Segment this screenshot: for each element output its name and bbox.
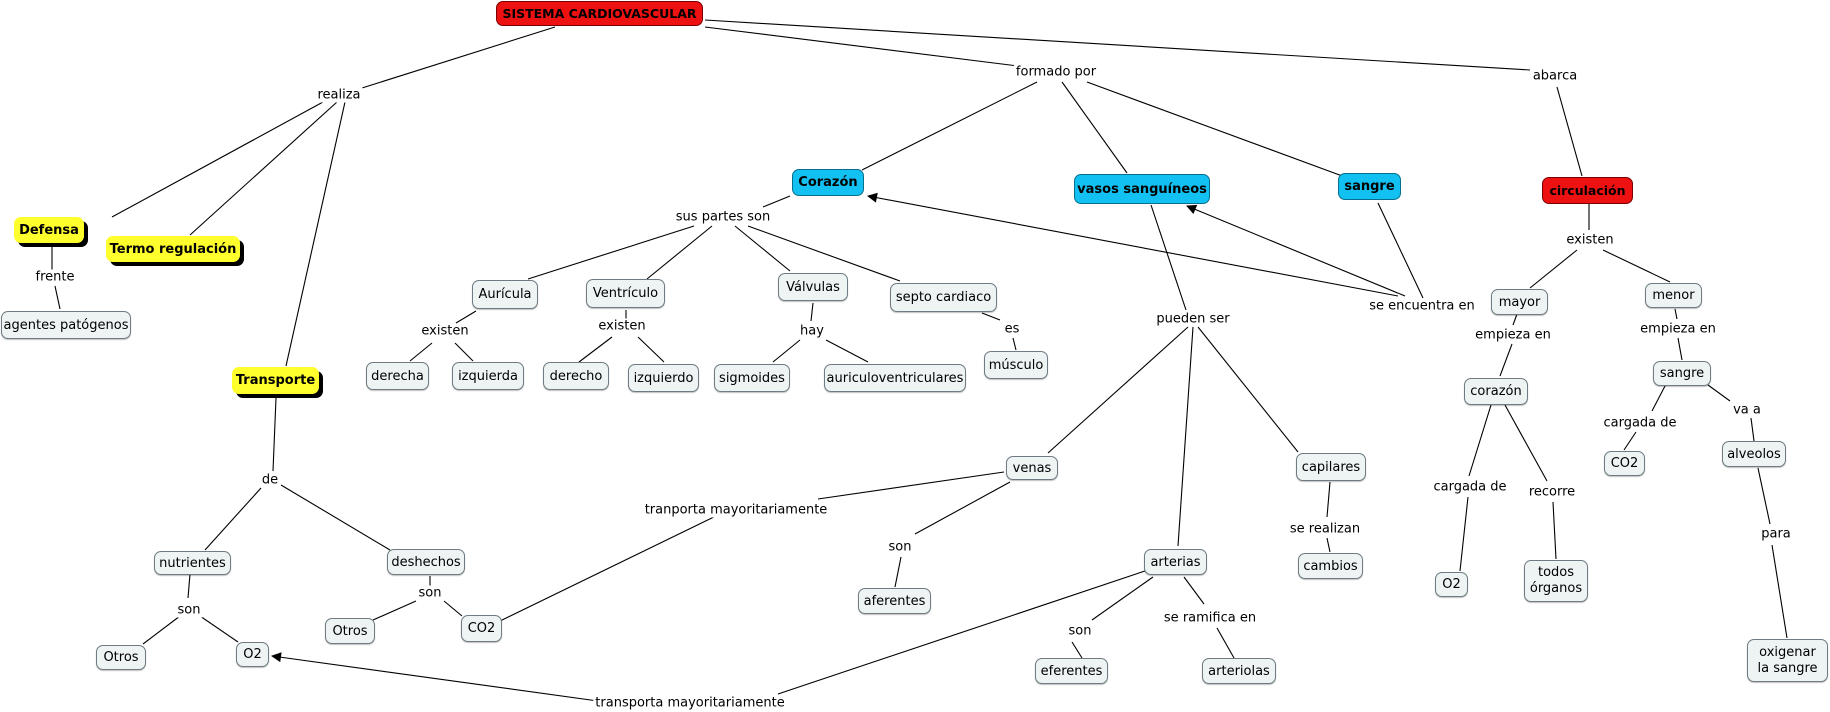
link-frente: frente: [33, 269, 77, 285]
link-sus-partes-son: sus partes son: [673, 209, 773, 225]
link-de: de: [259, 472, 281, 488]
concept-derecho[interactable]: derecho: [543, 362, 609, 390]
concept-sangre-circulacion[interactable]: sangre: [1653, 361, 1711, 386]
concept-corazon-circulacion[interactable]: corazón: [1464, 378, 1528, 405]
concept-valvulas[interactable]: Válvulas: [778, 273, 848, 301]
concept-nutrientes[interactable]: nutrientes: [154, 551, 231, 575]
concept-co2-circulacion[interactable]: CO2: [1604, 451, 1645, 476]
concept-venas[interactable]: venas: [1006, 456, 1058, 480]
link-es: es: [1002, 321, 1022, 337]
concept-menor[interactable]: menor: [1645, 283, 1702, 308]
link-transporta-mayoritariamente: transporta mayoritariamente: [593, 695, 787, 711]
concept-termo-regulacion[interactable]: Termo regulación: [106, 236, 240, 262]
link-abarca: abarca: [1530, 68, 1580, 84]
concept-alveolos[interactable]: alveolos: [1722, 441, 1786, 467]
link-se-ramifica-en: se ramifica en: [1161, 610, 1259, 626]
concept-co2-deshechos[interactable]: CO2: [461, 615, 502, 642]
concept-todos-organos[interactable]: todos órganos: [1524, 560, 1588, 602]
link-empieza-en-menor: empieza en: [1638, 321, 1718, 337]
concept-arterias[interactable]: arterias: [1144, 549, 1207, 575]
concept-mayor[interactable]: mayor: [1491, 289, 1548, 315]
link-se-realizan: se realizan: [1287, 521, 1363, 537]
link-son-nutrientes: son: [175, 602, 203, 618]
concept-transporte[interactable]: Transporte: [232, 367, 319, 394]
concept-izquierda[interactable]: izquierda: [452, 362, 524, 390]
link-cargada-de-corazon: cargada de: [1431, 479, 1509, 495]
concept-izquierdo[interactable]: izquierdo: [628, 364, 699, 392]
link-existen-circulacion: existen: [1564, 232, 1616, 248]
concept-corazon[interactable]: Corazón: [792, 169, 864, 196]
concept-oxigenar-la-sangre[interactable]: oxigenar la sangre: [1747, 639, 1828, 682]
link-para: para: [1759, 526, 1793, 542]
link-cargada-de-sangre: cargada de: [1601, 415, 1679, 431]
concept-sistema-cardiovascular[interactable]: SISTEMA CARDIOVASCULAR: [496, 1, 703, 26]
link-hay: hay: [798, 323, 826, 339]
concept-auriculoventriculares[interactable]: auriculoventriculares: [824, 364, 966, 392]
link-recorre: recorre: [1526, 484, 1578, 500]
link-empieza-en-mayor: empieza en: [1473, 327, 1553, 343]
link-va-a: va a: [1731, 402, 1763, 418]
concept-circulacion[interactable]: circulación: [1542, 177, 1633, 204]
concept-septo-cardiaco[interactable]: septo cardiaco: [890, 283, 997, 312]
concept-eferentes[interactable]: eferentes: [1035, 658, 1108, 684]
concept-auricula[interactable]: Aurícula: [472, 280, 538, 309]
concept-defensa[interactable]: Defensa: [14, 217, 84, 243]
concept-otros-nutrientes[interactable]: Otros: [96, 645, 146, 670]
concept-ventriculo[interactable]: Ventrículo: [586, 279, 665, 308]
concept-agentes-patogenos[interactable]: agentes patógenos: [1, 311, 131, 339]
link-se-encuentra-en: se encuentra en: [1367, 298, 1477, 314]
link-tranporta-mayoritariamente: tranporta mayoritariamente: [642, 502, 830, 518]
link-realiza: realiza: [315, 87, 363, 103]
concept-deshechos[interactable]: deshechos: [387, 549, 465, 575]
concept-capilares[interactable]: capilares: [1296, 453, 1366, 481]
concept-sangre[interactable]: sangre: [1338, 173, 1401, 200]
link-formado-por: formado por: [1013, 64, 1099, 80]
concept-sigmoides[interactable]: sigmoides: [714, 364, 790, 392]
concept-otros-deshechos[interactable]: Otros: [325, 618, 375, 644]
concept-arteriolas[interactable]: arteriolas: [1202, 658, 1276, 684]
link-son-arterias: son: [1066, 623, 1094, 639]
link-existen-ventriculo: existen: [596, 318, 648, 334]
concept-o2-nutrientes[interactable]: O2: [236, 642, 269, 667]
concept-derecha[interactable]: derecha: [366, 362, 429, 390]
link-existen-auricula: existen: [419, 323, 471, 339]
link-son-venas: son: [886, 539, 914, 555]
concept-musculo[interactable]: músculo: [984, 351, 1048, 379]
concept-vasos-sanguineos[interactable]: vasos sanguíneos: [1074, 174, 1210, 204]
link-son-deshechos: son: [416, 585, 444, 601]
concept-aferentes[interactable]: aferentes: [858, 588, 931, 614]
concept-o2-circulacion[interactable]: O2: [1435, 572, 1468, 597]
concept-cambios[interactable]: cambios: [1298, 553, 1363, 579]
link-pueden-ser: pueden ser: [1154, 311, 1232, 327]
